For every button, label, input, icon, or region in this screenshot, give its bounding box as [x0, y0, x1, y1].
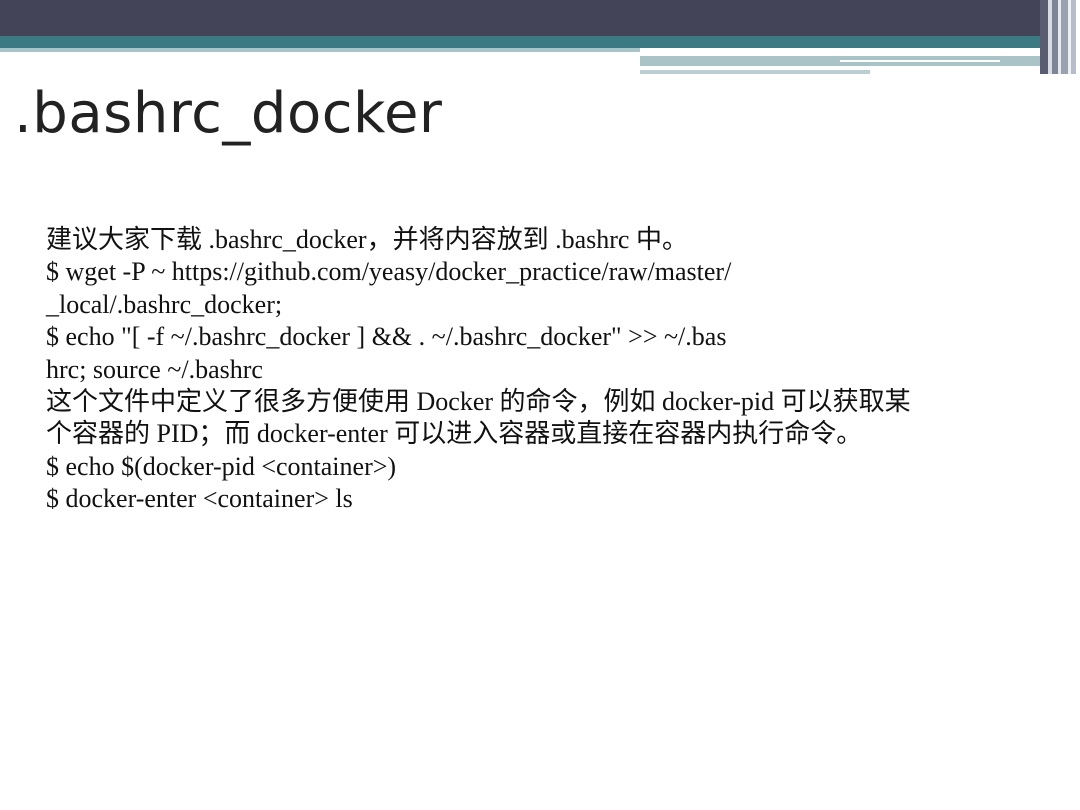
body-line: _local/.bashrc_docker;	[46, 289, 283, 319]
body-line: $ echo $(docker-pid <container>)	[46, 451, 397, 481]
body-line: $ docker-enter <container> ls	[46, 484, 353, 514]
accent-strip	[0, 36, 1040, 48]
accent-thin-line	[640, 70, 870, 74]
body-line: $ wget -P ~ https://github.com/yeasy/doc…	[46, 257, 732, 287]
accent-strip-light	[0, 48, 640, 52]
body-line: 这个文件中定义了很多方便使用 Docker 的命令，例如 docker-pid …	[46, 387, 911, 417]
accent-white-line	[840, 60, 1000, 62]
corner-decoration	[1040, 0, 1080, 74]
slide-title: .bashrc_docker	[14, 81, 443, 146]
header-band	[0, 0, 1080, 36]
slide-body: 建议大家下载 .bashrc_docker，并将内容放到 .bashrc 中。 …	[46, 224, 1006, 516]
body-line: 建议大家下载 .bashrc_docker，并将内容放到 .bashrc 中。	[46, 225, 688, 254]
body-line: 个容器的 PID；而 docker-enter 可以进入容器或直接在容器内执行命…	[46, 419, 863, 449]
body-line: hrc; source ~/.bashrc	[46, 354, 263, 384]
body-line: $ echo "[ -f ~/.bashrc_docker ] && . ~/.…	[46, 322, 727, 352]
